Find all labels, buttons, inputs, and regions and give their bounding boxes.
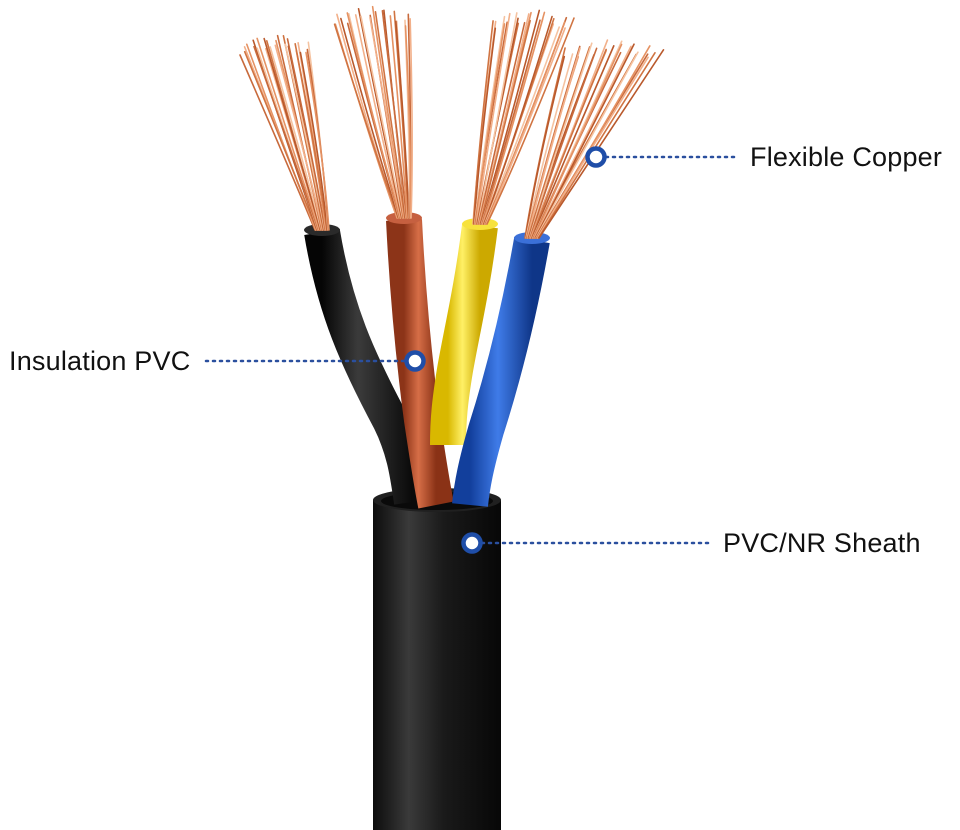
copper-strand: [475, 23, 506, 225]
copper-strand: [333, 23, 399, 219]
copper-strand: [527, 46, 591, 239]
copper-strand: [395, 20, 410, 219]
copper-strand: [479, 19, 531, 225]
copper-strand: [475, 12, 511, 225]
callout-sheath: [461, 532, 710, 554]
copper-strand: [473, 27, 497, 225]
copper-strand: [537, 51, 656, 239]
copper-strand: [269, 46, 322, 231]
copper-strand: [530, 48, 607, 239]
copper-strand: [369, 16, 406, 219]
callout-copper: [585, 146, 740, 168]
copper-strand: [483, 26, 561, 225]
copper-strand: [477, 21, 526, 225]
copper-strand: [360, 15, 404, 219]
copper-strand: [274, 44, 324, 231]
copper-strand: [486, 17, 575, 225]
copper-strand: [253, 45, 320, 231]
label-insulation-pvc: Insulation PVC: [9, 346, 191, 376]
copper-strand: [299, 51, 329, 231]
copper-strand: [483, 15, 553, 225]
copper-strand: [294, 43, 328, 231]
callout-insulation: [204, 350, 426, 372]
copper-strand: [524, 55, 566, 239]
copper-strand: [525, 53, 574, 239]
marker-insulation: [404, 350, 426, 372]
label-flexible-copper: Flexible Copper: [750, 142, 943, 172]
copper-strand: [527, 47, 581, 239]
copper-strand: [535, 51, 639, 239]
copper-strand: [409, 17, 413, 219]
copper-strand: [374, 11, 406, 219]
copper-strand: [477, 12, 518, 225]
copper-strand: [481, 11, 546, 225]
copper-strand: [533, 43, 623, 239]
label-pvc-nr-sheath: PVC/NR Sheath: [723, 528, 921, 558]
copper-strand: [534, 43, 635, 239]
marker-copper: [585, 146, 607, 168]
copper-strand: [243, 50, 318, 231]
copper-strand: [340, 17, 400, 219]
copper-strands: [239, 5, 665, 239]
copper-strand: [531, 45, 615, 239]
copper-strand: [533, 45, 632, 239]
copper-strand: [354, 14, 402, 219]
copper-strand: [286, 38, 326, 231]
copper-strand: [256, 37, 320, 231]
marker-sheath: [461, 532, 483, 554]
copper-strand: [480, 9, 541, 225]
copper-strand: [305, 51, 330, 231]
copper-strand: [404, 25, 412, 219]
copper-strand: [381, 10, 408, 219]
copper-strand: [263, 37, 322, 231]
copper-strand: [239, 54, 316, 231]
copper-strand: [346, 12, 402, 219]
copper-strand: [528, 42, 593, 239]
copper-strand: [389, 15, 408, 219]
copper-strand: [481, 19, 541, 225]
copper-strand: [529, 47, 598, 239]
copper-strand: [485, 27, 566, 225]
